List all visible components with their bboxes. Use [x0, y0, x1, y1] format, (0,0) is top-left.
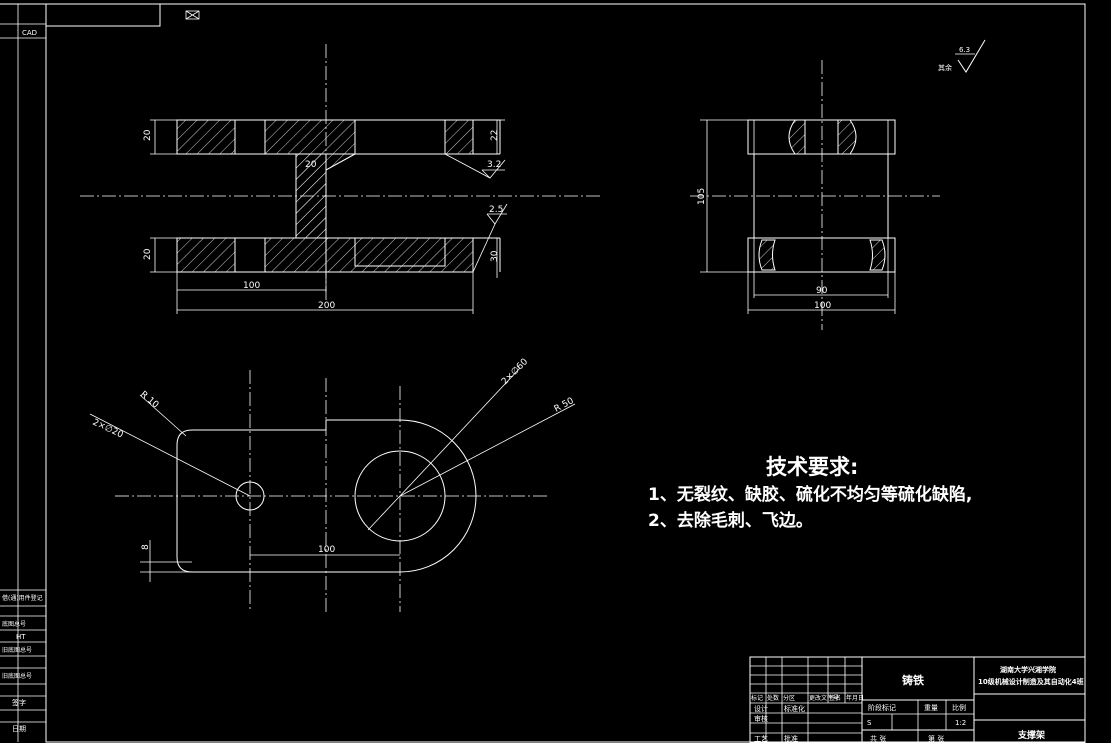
drawing-frame: CAD [0, 3, 1086, 743]
strip-item-drawing-no: 底图总号 [2, 620, 26, 628]
tb-sign: 签名 [829, 694, 841, 702]
tb-change-no: 更改文件号 [809, 694, 839, 702]
technical-requirements: 技术要求: 1、无裂纹、缺胶、硫化不均匀等硫化缺陷, 2、去除毛刺、飞边。 [648, 455, 972, 531]
tb-approve: 批准 [784, 734, 798, 743]
dim-r50: R 50 [553, 396, 576, 415]
tb-school-2: 10级机械设计制造及其自动化4班 [978, 677, 1084, 686]
dim-side-outer: 100 [814, 301, 831, 311]
tb-stage-value: S [867, 719, 872, 727]
mail-icon [185, 10, 200, 20]
dim-length-100: 100 [243, 281, 260, 291]
dim-chamfer: 20 [305, 160, 317, 170]
tb-standard: 标准化 [784, 704, 805, 713]
tb-sheet-num: 第 张 [928, 734, 944, 743]
dim-plan-100: 100 [318, 545, 335, 555]
strip-item-old-no-2: 旧底图总号 [2, 672, 32, 680]
strip-item-sign: 签字 [12, 698, 26, 707]
tb-material: 铸铁 [902, 673, 924, 687]
requirement-line-2: 2、去除毛刺、飞边。 [648, 510, 813, 531]
tb-date: 年月日 [846, 694, 864, 702]
title-block: 标记 处数 分区 更改文件号 签名 年月日 设计 标准化 审核 工艺 批准 铸铁… [749, 656, 1086, 743]
left-info-strip: 借(通)用件登记 底图总号 HT 旧底图总号 旧底图总号 签字 日期 [0, 589, 46, 733]
front-section-view: 20 20 22 30 20 100 200 3.2 2.5 [80, 44, 600, 314]
plan-view: 2×∅20 R 10 2×∅60 R 50 100 8 [89, 357, 576, 612]
dim-side-inner: 90 [816, 286, 828, 296]
strip-item-borrowed: 借(通)用件登记 [2, 594, 43, 602]
dim-right-bottom: 30 [490, 250, 500, 262]
tb-sheet-total: 共 张 [870, 734, 886, 743]
roughness-value-2: 2.5 [489, 205, 503, 215]
tb-mark: 标记 [751, 694, 763, 702]
roughness-default-value: 6.3 [959, 46, 970, 54]
roughness-default-symbol: 6.3 其余 [938, 39, 986, 73]
tb-check: 审核 [754, 714, 768, 723]
tb-scale-value: 1:2 [955, 719, 966, 727]
tb-design: 设计 [754, 704, 768, 713]
dim-plan-8: 8 [141, 544, 151, 550]
dim-length-200: 200 [318, 301, 335, 311]
cad-label: CAD [22, 29, 37, 37]
tb-zone: 分区 [783, 694, 795, 702]
requirements-title: 技术要求: [766, 455, 858, 479]
side-view: 105 90 100 [690, 60, 940, 330]
tb-part-name: 支撑架 [1017, 729, 1045, 741]
dim-top-flange: 20 [143, 129, 153, 141]
tb-stage: 阶段标记 [868, 703, 896, 712]
tb-weight: 重量 [924, 704, 938, 712]
tb-scale: 比例 [952, 703, 966, 712]
dim-bottom-flange: 20 [143, 248, 153, 260]
strip-item-date: 日期 [12, 725, 26, 733]
dim-big-hole: 2×∅60 [500, 357, 530, 387]
dim-side-height: 105 [697, 188, 707, 205]
roughness-value-1: 3.2 [487, 160, 501, 170]
dim-right-top: 22 [490, 130, 500, 141]
strip-item-old-no: 旧底图总号 [2, 646, 32, 654]
roughness-default-label: 其余 [938, 63, 952, 72]
tb-craft: 工艺 [754, 735, 768, 743]
dim-r10: R 10 [138, 390, 160, 411]
tb-school-1: 湖南大学兴湘学院 [1000, 665, 1056, 674]
requirement-line-1: 1、无裂纹、缺胶、硫化不均匀等硫化缺陷, [648, 484, 972, 505]
strip-ht: HT [16, 633, 26, 641]
tb-count: 处数 [767, 694, 779, 702]
dim-small-hole: 2×∅20 [91, 418, 125, 441]
